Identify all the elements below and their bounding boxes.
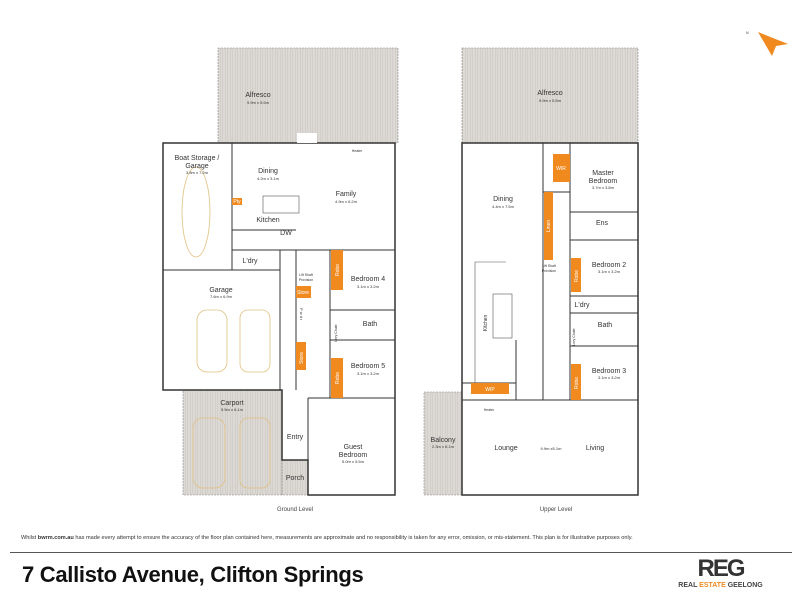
ground-carport <box>182 389 283 496</box>
logo-text: GEELONG <box>725 582 763 589</box>
property-address: 7 Callisto Avenue, Clifton Springs <box>22 562 364 587</box>
room-dims: 4.2m x 3.1m <box>257 176 280 181</box>
ground-level-plan: Alfresco 9.9m x 5.5m Boat Storage / Gara… <box>162 47 399 513</box>
room-label: Provision <box>542 269 556 273</box>
room-label: Bedroom <box>589 178 618 185</box>
powder-room-label: P w d r <box>299 308 304 321</box>
room-label: Dining <box>258 168 278 175</box>
kitchen-island <box>492 293 513 339</box>
logo-text: ESTATE <box>699 582 726 589</box>
room-label: Garage <box>185 163 208 170</box>
room-label: Living <box>586 445 604 452</box>
room-label: Lounge <box>494 445 517 452</box>
room-label: Guest <box>344 444 363 451</box>
disclaimer-text: Whilst <box>21 535 38 541</box>
ground-level-label: Ground Level <box>277 507 313 513</box>
room-dims: 3.1m x 3.2m <box>357 284 380 289</box>
agency-logo: REG REAL ESTATE GEELONG <box>663 555 778 590</box>
laundry-chute-label: Lnry Chute <box>572 328 576 345</box>
room-label: Linen <box>546 220 552 232</box>
room-dims: 3.7m x 3.8m <box>592 185 615 190</box>
laundry-chute-label: Lnry Chute <box>334 324 338 341</box>
upper-alfresco <box>461 47 639 144</box>
room-label: Dining <box>493 196 513 203</box>
room-label: Master <box>592 170 614 177</box>
room-label: Robe <box>574 270 580 282</box>
room-dims: 3.1m x 3.2m <box>598 375 621 380</box>
room-label: Provision <box>299 278 313 282</box>
room-label: Alfresco <box>537 90 562 97</box>
room-label: Robe <box>335 372 341 384</box>
floor-plan: N Alfresco 9.9m x 5.5m Boat Storage / <box>162 31 788 513</box>
room-dims: 3.1m x 3.2m <box>598 269 621 274</box>
room-label: Lift Shaft <box>542 264 556 268</box>
room-dims: 3.1m x 3.2m <box>357 371 380 376</box>
divider <box>10 552 792 553</box>
room-label: Bedroom 3 <box>592 368 626 375</box>
room-label: L'dry <box>243 258 258 265</box>
ground-alfresco <box>217 47 399 144</box>
heater-label: Heater <box>484 408 495 412</box>
north-arrow-icon: N <box>746 31 788 56</box>
room-label: DW <box>280 230 292 237</box>
room-label: Boat Storage / <box>175 155 220 162</box>
room-label: Bedroom <box>339 452 368 459</box>
room-dims: 5.5m x 6.1m <box>221 407 244 412</box>
room-dims: 2.3m x 6.1m <box>432 444 455 449</box>
upper-balcony <box>423 391 463 496</box>
room-label: Entry <box>287 434 304 441</box>
room-dims: 9.9m x 5.5m <box>247 100 270 105</box>
room-label: Bedroom 5 <box>351 363 385 370</box>
room-label: WIP <box>485 387 495 393</box>
room-label: Pty <box>233 199 241 205</box>
room-label: Garage <box>209 287 232 294</box>
room-label: Porch <box>286 475 304 482</box>
room-label: Family <box>336 191 357 198</box>
room-dims: 7.6m x 6.9m <box>210 294 233 299</box>
room-label: Kitchen <box>256 217 279 224</box>
room-dims: 3.8m x 7.2m <box>186 170 209 175</box>
room-label: Balcony <box>431 437 456 444</box>
room-dims: 4.9m x 6.2m <box>335 199 358 204</box>
disclaimer-text: has made every attempt to ensure the acc… <box>73 535 633 541</box>
room-label: Bedroom 2 <box>592 262 626 269</box>
logo-name: REAL ESTATE GEELONG <box>663 582 778 589</box>
room-label: Store <box>299 352 305 364</box>
room-label: Carport <box>220 400 243 407</box>
kitchen-island <box>262 195 300 214</box>
room-label: Bath <box>598 322 613 329</box>
upper-level-label: Upper Level <box>540 507 572 513</box>
room-dims: 4.4m x 7.5m <box>492 204 515 209</box>
room-label: Bath <box>363 321 378 328</box>
room-dims: 9.9m x 5.5m <box>539 98 562 103</box>
ground-porch <box>281 459 309 496</box>
upper-level-plan: Alfresco 9.9m x 5.5m Dining 4.4m x 7.5m … <box>423 47 639 513</box>
room-label: Alfresco <box>245 92 270 99</box>
logo-text: REAL <box>678 582 700 589</box>
room-label: Store <box>297 290 309 296</box>
room-label: Robe <box>335 264 341 276</box>
room-label: L'dry <box>575 302 590 309</box>
disclaimer: Whilst bwrm.com.au has made every attemp… <box>21 535 633 541</box>
room-label: Kitchen <box>483 314 489 331</box>
room-dims: 9.9m x5.1m <box>541 446 563 451</box>
room-label: Robe <box>574 377 580 389</box>
room-label: Ens <box>596 220 609 227</box>
compass-label: N <box>746 31 749 35</box>
room-label: Bedroom 4 <box>351 276 385 283</box>
disclaimer-site: bwrm.com.au <box>37 535 74 541</box>
room-label: WIR <box>556 166 566 172</box>
room-label: Lift Shaft <box>299 273 313 277</box>
room-dims: 5.0m x 5.5m <box>342 459 365 464</box>
logo-mark: REG <box>697 555 745 582</box>
heater-label: Heater <box>352 149 363 153</box>
